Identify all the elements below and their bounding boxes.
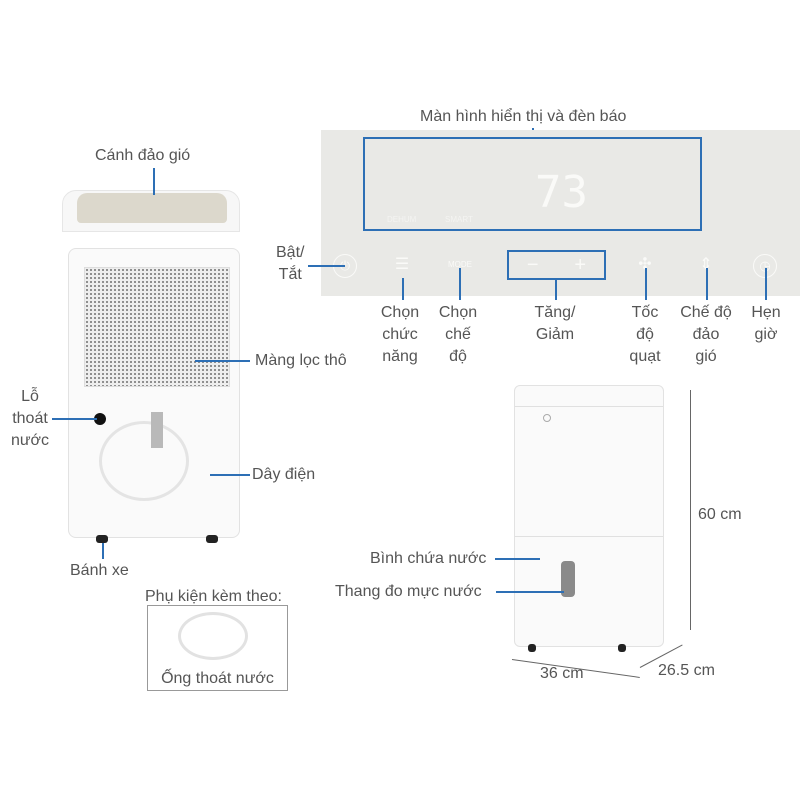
vent-label: Cánh đảo gió: [95, 147, 191, 164]
power-label: Bật/Tắt: [276, 244, 305, 283]
display-label: Màn hình hiển thị và đèn báo: [420, 108, 627, 125]
depth-label: 26.5 cm: [658, 662, 715, 679]
drain-hose-image: [178, 612, 248, 660]
width-label: 36 cm: [540, 665, 584, 682]
mode-button[interactable]: MODE: [448, 260, 472, 269]
cord-strap: [151, 412, 163, 448]
accessory-title: Phụ kiện kèm theo:: [145, 588, 282, 605]
brand-logo: [543, 414, 551, 422]
indicator-smart: SMART: [445, 215, 473, 224]
display-digits: 73: [535, 167, 588, 218]
swing-button[interactable]: ⇕: [699, 256, 713, 273]
wheel-label: Bánh xe: [70, 562, 129, 579]
filter-grille: [84, 267, 230, 387]
control-panel: [321, 130, 800, 296]
back-unit-image: [68, 248, 240, 538]
tank-label: Bình chứa nước: [370, 550, 487, 567]
filter-label: Màng lọc thô: [255, 352, 347, 369]
function-button[interactable]: ☰: [394, 256, 410, 273]
display-screen: 73 DEHUM SMART: [363, 137, 702, 231]
minus-button[interactable]: −: [526, 253, 539, 276]
level-label: Thang đo mực nước: [335, 583, 482, 600]
indicator-dehum: DEHUM: [387, 215, 417, 224]
height-label: 60 cm: [698, 506, 742, 523]
adjust-label: Tăng/Giảm: [534, 304, 576, 343]
cord-coil: [99, 421, 189, 501]
top-vent-image: [62, 190, 240, 232]
drain-hole: [94, 413, 106, 425]
height-dimension-line: [690, 390, 691, 630]
adjust-buttons: − +: [507, 250, 606, 280]
accessory-box: Ống thoát nước: [147, 605, 288, 691]
fan-speed-button[interactable]: ✣: [638, 256, 652, 273]
front-unit-image: [514, 385, 664, 647]
plus-button[interactable]: +: [574, 253, 587, 276]
vent-flap: [77, 193, 227, 223]
accessory-item: Ống thoát nước: [161, 670, 274, 687]
water-level-window: [561, 561, 575, 597]
cord-label: Dây điện: [252, 466, 316, 483]
